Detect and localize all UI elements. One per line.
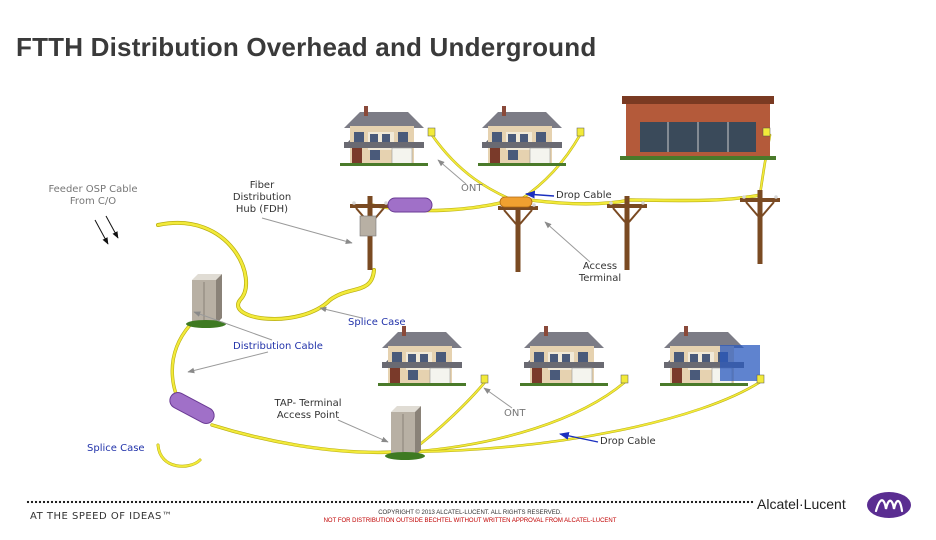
footer-dotted-rule (26, 500, 754, 504)
footer-tagline: AT THE SPEED OF IDEAS™ (30, 511, 173, 522)
utility-pole-3 (606, 195, 648, 271)
access-terminal-cylinder (499, 196, 533, 208)
utility-pole-4 (739, 189, 781, 265)
house-bottom-2 (519, 325, 609, 387)
ont-boxes-top (427, 127, 771, 137)
distribution-notice: NOT FOR DISTRIBUTION OUTSIDE BECHTEL WIT… (323, 518, 617, 524)
label-distribution-cable: Distribution Cable (233, 341, 323, 352)
utility-pole-2 (497, 197, 539, 273)
fdh-cabinet (185, 273, 227, 329)
label-ont-bottom: ONT (504, 408, 526, 419)
commercial-building (620, 96, 776, 160)
copyright-text: COPYRIGHT © 2013 ALCATEL-LUCENT. ALL RIG… (378, 510, 562, 516)
label-ont-top: ONT (461, 183, 483, 194)
house-top-1 (339, 105, 429, 167)
tap-pedestal (384, 405, 426, 461)
splice-case-bottom (169, 391, 215, 425)
label-splice-case-bottom: Splice Case (87, 443, 145, 454)
brand-logo-icon (867, 492, 911, 518)
footer-copyright: COPYRIGHT © 2013 ALCATEL-LUCENT. ALL RIG… (300, 509, 640, 525)
house-bottom-3 (659, 325, 760, 387)
pointer-arrows (94, 159, 599, 443)
brand-logo-text: Alcatel·Lucent (757, 496, 846, 512)
splice-case-top (387, 197, 433, 213)
page-title: FTTH Distribution Overhead and Undergrou… (16, 32, 597, 62)
house-top-2 (477, 105, 567, 167)
pole-terminal-box (359, 215, 377, 237)
ont-boxes-bottom (480, 374, 765, 384)
label-drop-cable-top: Drop Cable (556, 190, 612, 201)
label-splice-case-mid: Splice Case (348, 317, 406, 328)
label-drop-cable-bottom: Drop Cable (600, 436, 656, 447)
house-bottom-1 (377, 325, 467, 387)
